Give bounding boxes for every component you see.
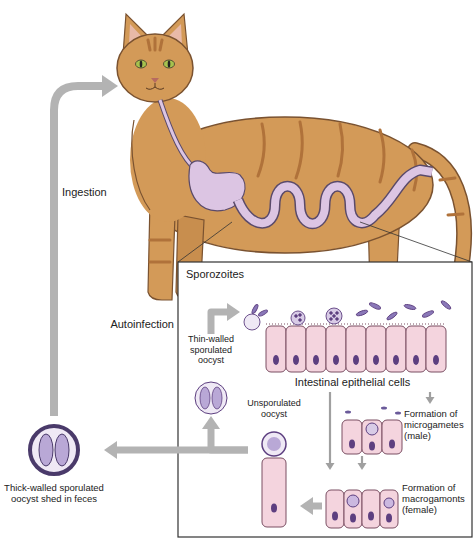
cycle-arrow (202, 416, 248, 450)
zoom-line (360, 222, 472, 262)
epithelium-group: Intestinal epithelial cells (240, 298, 465, 392)
microgamont-cells (342, 407, 402, 455)
stage-label: Sporozoites (186, 268, 244, 281)
arrow-head (326, 463, 335, 470)
arrow-head (227, 303, 240, 321)
node-label: Intestinal epithelial cells (250, 376, 455, 389)
gamete-stage: Formation of microgametes (male) (340, 404, 470, 456)
oocyst-stage: Thick-walled sporulated oocyst shed in f… (4, 418, 104, 536)
ingestion-arrow (54, 75, 118, 416)
arrow-label: Autoinfection (98, 318, 174, 331)
arrow-shaft (211, 427, 248, 450)
oocyst-stage: Unsporulated oocyst (248, 398, 300, 528)
step-label: Ingestion (62, 186, 107, 199)
gamete-stage: Formation of macrogamonts (female) (322, 470, 470, 530)
parasite-stages (244, 300, 452, 330)
arrow-head (300, 497, 313, 515)
node-label: Formation of microgametes (male) (404, 408, 470, 442)
cycle-arrow (326, 392, 335, 470)
thin-walled-oocyst (195, 382, 227, 414)
arrow-head (202, 416, 220, 429)
cycle-arrow (426, 392, 435, 404)
node-label: Thick-walled sporulated oocyst shed in f… (4, 482, 104, 504)
node-label: Formation of macrogamonts (female) (402, 482, 470, 516)
cycle-arrow (300, 497, 322, 515)
zoom-line (178, 222, 232, 262)
arrow-head (358, 463, 367, 470)
unsporulated-oocyst-cell (262, 432, 286, 527)
cycle-arrow (358, 456, 367, 470)
inset-frame (178, 262, 472, 537)
cat-illustration (117, 14, 464, 300)
cell-nuclei (273, 355, 439, 365)
arrow-shaft (211, 312, 229, 334)
arrow-head (104, 441, 117, 459)
arrow-head (426, 397, 435, 404)
macrogamont-cells (326, 490, 398, 528)
node-label: Thin-walled sporulated oocyst (182, 334, 240, 366)
epithelial-cells (266, 324, 446, 372)
arrow-shaft (361, 456, 363, 464)
arrow-shaft (329, 392, 331, 464)
thick-walled-oocyst (30, 426, 78, 474)
oocyst-stage: Thin-walled sporulated oocyst (184, 334, 238, 416)
cycle-arrow (211, 303, 240, 334)
node-label: Unsporulated oocyst (243, 398, 305, 419)
